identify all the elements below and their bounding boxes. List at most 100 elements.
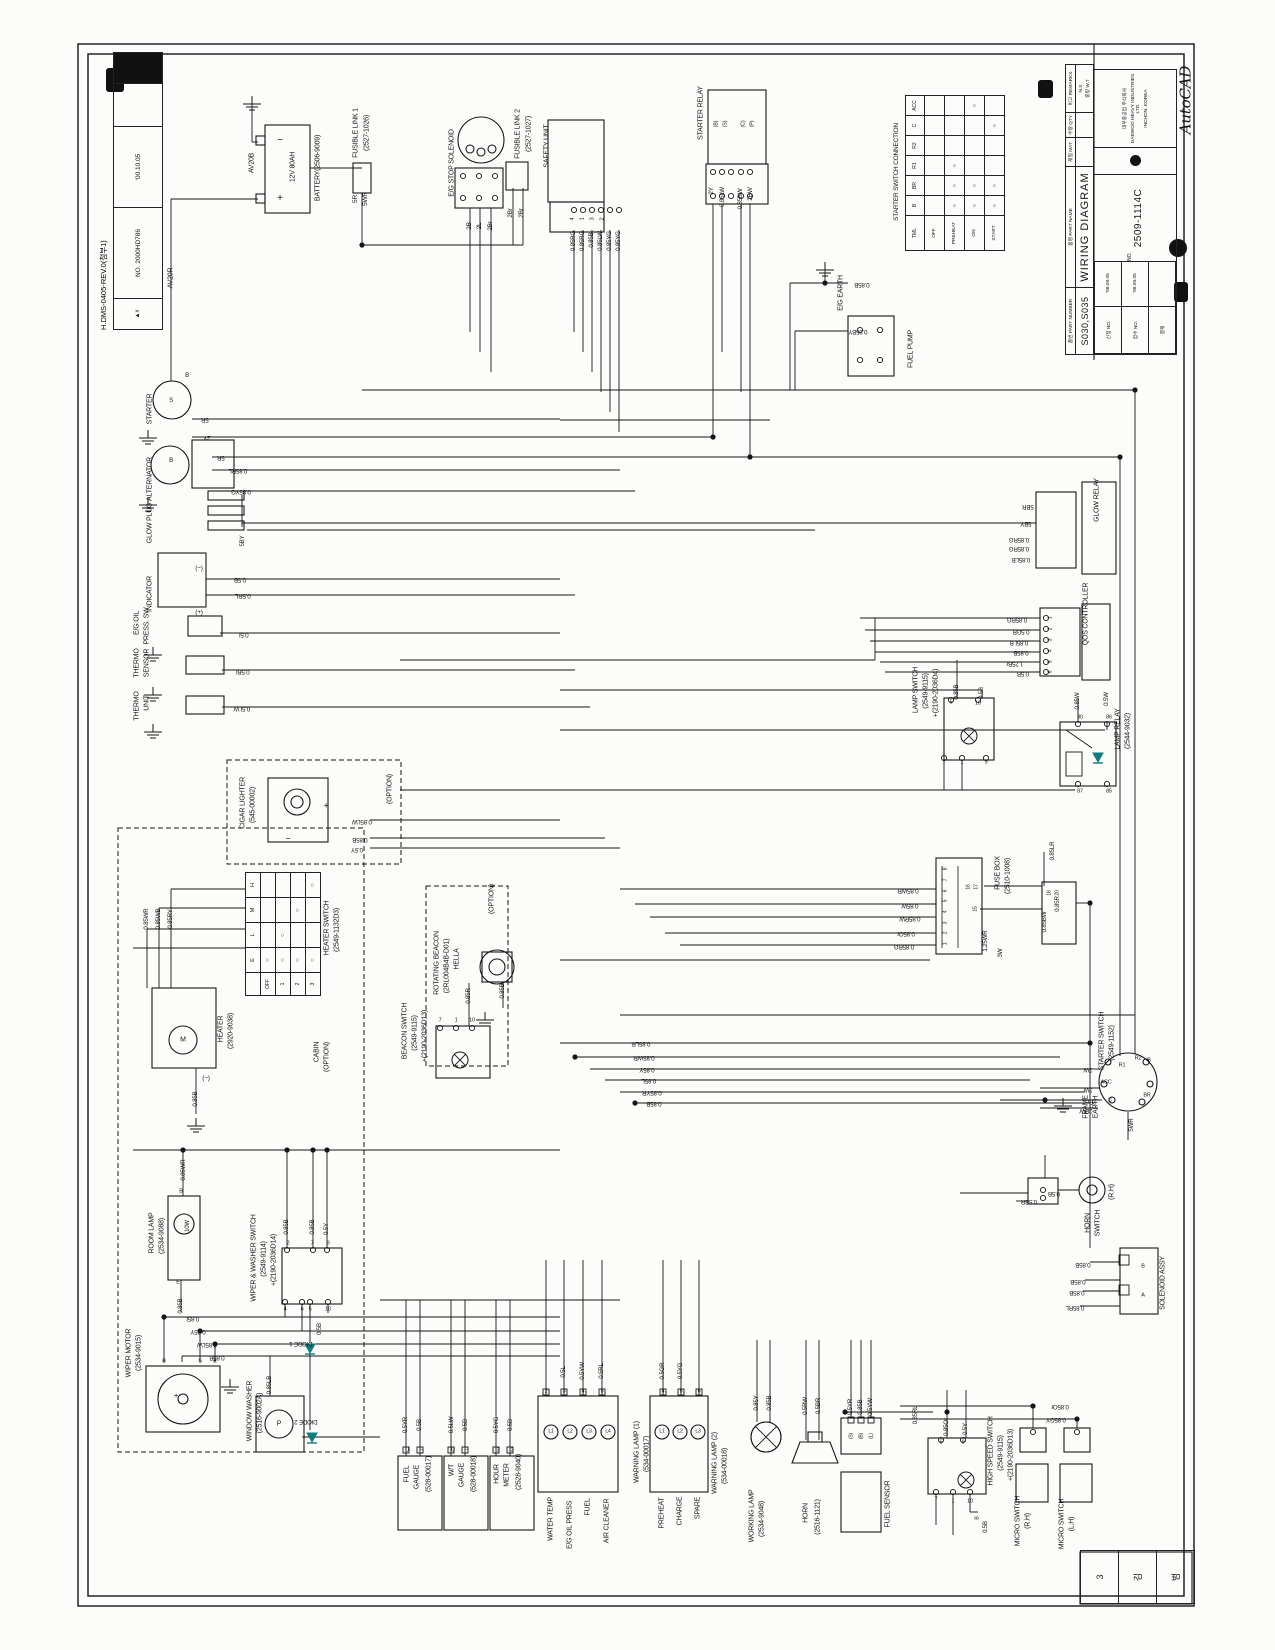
label-option: (OPTION) [488,884,496,914]
label-2br: 2Br [517,208,525,218]
hs-mark-cell [305,897,321,923]
label-0-85l: 0.85L [184,1315,200,1323]
component-circle [457,116,505,164]
label-sensor: SENSOR [143,648,151,678]
component-box [505,161,529,191]
label-2bw: 2BW [746,187,754,201]
title-qty-header: 수량 QTY [1065,112,1076,138]
label-0-85rg: 0.85RG [1006,616,1028,624]
label-7: 7 [310,1240,314,1247]
hs-mark-cell: ○ [305,947,321,973]
label-spare: SPARE [694,1496,702,1520]
label-528-00017: (528-00017) [425,1456,433,1492]
junction-dot [310,1147,316,1153]
label-0-5yg: 0.5YG [492,1416,500,1434]
component-circle [1100,1080,1108,1088]
label-2534-9015: (2534-9015) [135,1335,143,1371]
component-circle [690,1424,706,1440]
component-box [943,697,995,761]
label-5r: 5R [351,195,359,203]
label-4: 4 [569,217,576,221]
label-s: (S) [722,120,729,128]
component-box [281,1247,343,1305]
label-0-85b: 0.85B [209,1354,225,1362]
component-circle [488,958,506,976]
component-circle [173,1213,195,1235]
label-0-5b: 0.5B [1048,1190,1060,1198]
label-0-85y: 0.85Y [190,1328,206,1336]
label-0-85or: 0.85Or [1051,1403,1069,1411]
label-b: (B) [713,120,720,128]
label-16: 16 [965,884,972,890]
label-wiper-motor: WIPER MOTOR [125,1328,133,1378]
label-unit: UNIT [143,695,151,711]
title-part-number-header: 품번 PART NUMBER [1065,287,1076,355]
terminal-square [416,1446,424,1454]
sw-terminal-header: BR [905,175,925,196]
label-starter-switch-connection: STARTER SWITCH CONNECTION [892,123,900,221]
label-17: 17 [973,884,980,890]
hs-row-header: 2 [290,972,306,996]
component-box [537,1395,619,1493]
component-circle [1104,1058,1112,1066]
component-circle [465,144,475,154]
connector-pin [1103,720,1111,728]
terminal-square [560,1388,568,1396]
label-0-85lr: 0.85LR [631,1040,651,1048]
label-87: 87 [1077,788,1083,795]
connector-pin [1042,636,1050,644]
label-5r: 5R [201,416,209,424]
label-2b: 2B [465,222,473,230]
component-circle [168,1025,198,1055]
component-box [847,315,895,377]
label-l: (L) [868,1433,875,1439]
label-0-85yg: 0.85YG [231,488,251,496]
label-l4: L4 [605,1428,611,1435]
component-box [255,193,266,204]
label-fuel: FUEL [403,1465,411,1483]
label-room-lamp: ROOM LAMP [148,1212,156,1254]
sw-mark-cell: ○ [984,195,1005,216]
component-circle [1078,1176,1106,1204]
title-logo-cell [1093,147,1177,175]
label-6: 6 [300,1306,304,1313]
label-7: 7 [934,1496,938,1503]
connector-pin [436,1024,444,1032]
label-0-85l: 0.85L [641,1077,657,1085]
label-b: B [162,1358,166,1365]
label-0-85or: 0.85Or [942,1418,950,1436]
label-0-85wb: 0.85WB [154,908,162,930]
connector-pin [709,192,717,200]
terminal-square [695,1388,703,1396]
connector-pin [475,172,483,180]
label-1-25br: 1.25Br [1006,660,1024,668]
label-wiper-washer-switch: WIPER & WASHER SWITCH [250,1214,258,1302]
label-e-g-oil: E/G OIL [133,611,141,635]
connector-pin [937,1436,945,1444]
component-box [443,1455,489,1531]
label-high-speed-switch: HIGH SPEED SWITCH [987,1416,995,1486]
label-4: 4 [661,1388,665,1395]
sw-position: START [984,215,1005,251]
option-dashed-box [226,759,402,865]
connector-pin [876,356,884,364]
label-3w: 3W [996,948,1004,958]
label-air-cleaner: AIR CLEANER [603,1498,611,1544]
label-15: 15 [972,906,979,912]
label-0-5b: 0.5B [506,1419,514,1431]
label-0-85lw: 0.85LW [352,818,372,826]
label-fuel-pump: FUEL PUMP [907,329,915,369]
sw-corner: TML [905,215,925,251]
label-b: B [1141,1263,1145,1270]
label-2br: 2Br [506,208,514,218]
terminal-square [677,1388,685,1396]
terminal-square [659,1388,667,1396]
hs-mark-cell [275,872,291,898]
junction-dot [324,1147,330,1153]
component-box [489,1455,535,1531]
label-2: 2 [1047,627,1054,631]
label-5: 5 [939,1439,943,1446]
sw-terminal-header: R1 [905,155,925,176]
label-0-5yw: 0.5YW [866,1398,874,1416]
